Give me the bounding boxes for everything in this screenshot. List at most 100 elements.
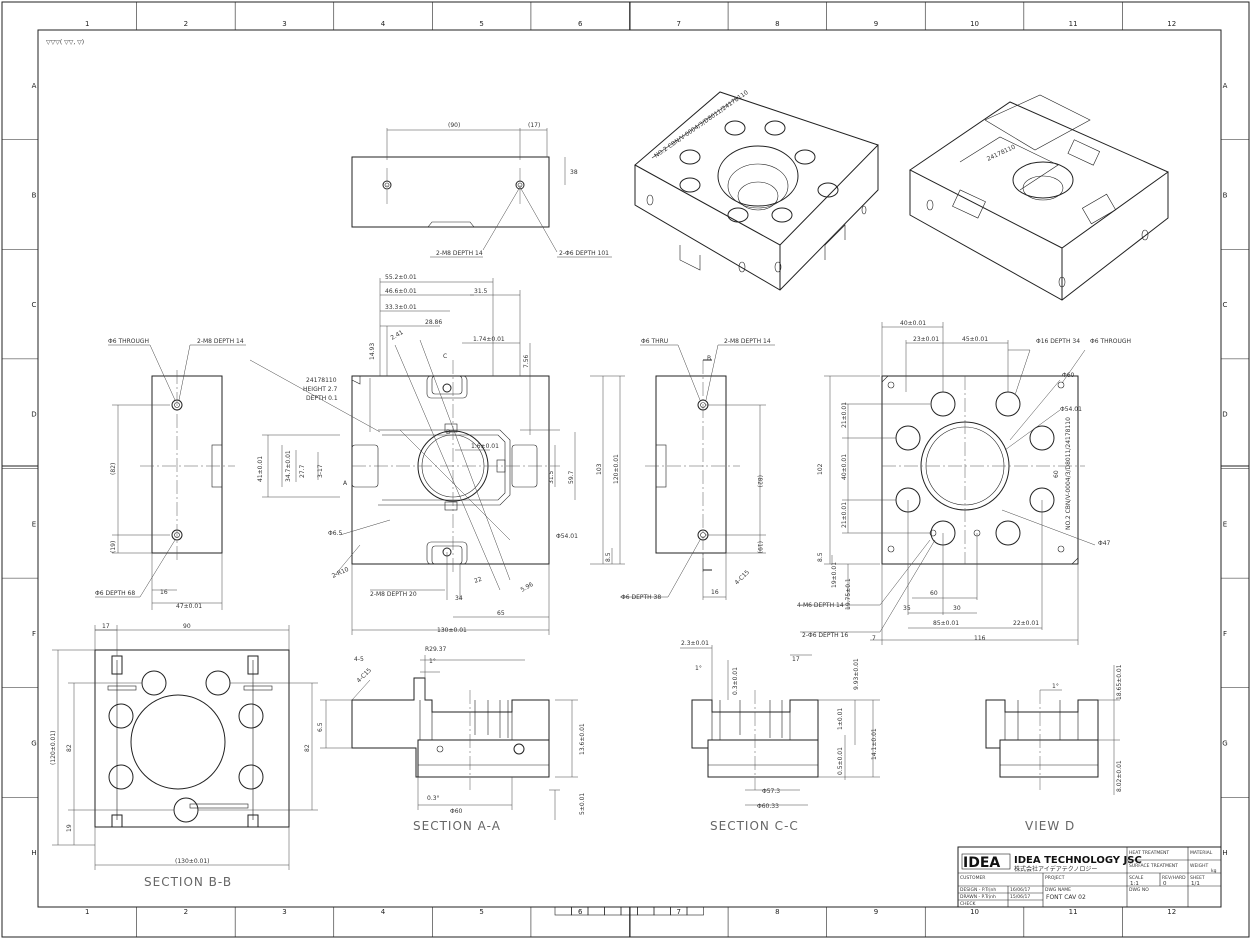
top-side-view: (90) (17) 38 2-M8 DEPTH 14 2-Φ6 DEPTH 10… bbox=[351, 122, 612, 258]
dim-130-b: (130±0.01) bbox=[175, 858, 210, 865]
dim-0-3: 0.3±0.01 bbox=[732, 667, 739, 695]
revision-cell bbox=[637, 906, 655, 916]
section-b-b-label: SECTION B-B bbox=[144, 875, 232, 889]
view-d-label: VIEW D bbox=[1025, 819, 1075, 833]
section-b-b-view: 17 90 (120±0.01) 82 82 19 (130±0.01) bbox=[50, 623, 318, 870]
grid-col-label: 9 bbox=[874, 20, 878, 28]
drawn-date: 15/06/17 bbox=[1010, 894, 1030, 900]
project-label: PROJECT bbox=[1045, 875, 1065, 881]
rev-value: 0 bbox=[1163, 881, 1167, 887]
dim-28-86: 28.86 bbox=[425, 319, 442, 326]
dim-90: (90) bbox=[448, 122, 460, 129]
dim-90-b: 90 bbox=[183, 623, 191, 630]
dim-7: 7 bbox=[872, 635, 876, 642]
grid-row-label: G bbox=[31, 740, 36, 748]
grid-col-label: 12 bbox=[1167, 908, 1176, 916]
dim-4-c15-a: 4-C15 bbox=[355, 667, 373, 685]
grid-col-label: 5 bbox=[479, 20, 483, 28]
dim-60-vert: 60 bbox=[1053, 470, 1060, 478]
note-phi6-depth: 2-Φ6 DEPTH 101 bbox=[559, 250, 609, 257]
dim-19-b: 19 bbox=[66, 824, 73, 832]
dim-4-5: 4-5 bbox=[354, 656, 364, 663]
dim-65: 65 bbox=[497, 610, 505, 617]
grid-col-label: 9 bbox=[874, 908, 878, 916]
grid-col-label: 6 bbox=[578, 908, 583, 916]
revision-cell bbox=[587, 906, 605, 916]
dim-14-1: 14.1±0.01 bbox=[871, 728, 878, 760]
dim-8-5-back: 8.5 bbox=[817, 552, 824, 562]
surface-treatment-label: SURFACE TREATMENT bbox=[1129, 863, 1178, 869]
dim-phi6-5: Φ6.5 bbox=[328, 530, 342, 537]
note-m8-depth-left: 2-M8 DEPTH 14 bbox=[197, 338, 244, 345]
grid-col-label: 8 bbox=[775, 908, 779, 916]
back-engraving: NO.2 CBN/V-0004/3/D8011/24178110 bbox=[1065, 417, 1072, 530]
grid-col-label: 7 bbox=[677, 20, 681, 28]
grid-row-label: C bbox=[32, 301, 37, 309]
design-date: 16/06/17 bbox=[1010, 887, 1030, 893]
dim-19-75: 19.75±0.1 bbox=[845, 578, 852, 610]
dim-45: 45±0.01 bbox=[962, 336, 988, 343]
dim-31-5-right: 31.5 bbox=[548, 470, 555, 484]
note-m8-depth20: 2-M8 DEPTH 20 bbox=[370, 591, 417, 598]
scale-value: 1:1 bbox=[1130, 881, 1139, 887]
grid-row-label: G bbox=[1222, 740, 1227, 748]
dwg-name-label: DWG NAME bbox=[1045, 887, 1071, 893]
dim-phi60-33: Φ60.33 bbox=[757, 803, 779, 810]
note-phi6-depth68: Φ6 DEPTH 68 bbox=[95, 590, 135, 597]
dim-116: 116 bbox=[974, 635, 986, 642]
dim-1deg-d: 1° bbox=[1052, 683, 1059, 690]
drawn-label: DRAWN - P.Trịnh bbox=[960, 894, 996, 900]
company-name-jp: 株式会社アイデアテクノロジー bbox=[1014, 865, 1097, 873]
dim-17: (17) bbox=[528, 122, 540, 129]
dim-1-74: 1.74±0.01 bbox=[473, 336, 505, 343]
grid-row-label: D bbox=[1222, 411, 1227, 419]
dim-phi54-front: Φ54.01 bbox=[556, 533, 578, 540]
dim-16-left: 16 bbox=[160, 589, 168, 596]
dwg-no-label: DWG NO bbox=[1129, 887, 1149, 893]
grid-row-label: A bbox=[1223, 82, 1228, 90]
grid-col-label: 3 bbox=[282, 20, 286, 28]
section-mark-b-top: B bbox=[707, 355, 711, 362]
title-block: IDEA IDEA TECHNOLOGY JSC 株式会社アイデアテクノロジー … bbox=[957, 846, 1222, 908]
dim-130-front: 130±0.01 bbox=[437, 627, 467, 634]
revision-cell bbox=[554, 906, 572, 916]
note-phi6-thru: Φ6 THRU bbox=[641, 338, 668, 345]
dim-19-right: (19) bbox=[756, 541, 763, 553]
dim-phi54-back: Φ54.01 bbox=[1060, 406, 1082, 413]
isometric-view-front: NO.2 CBN/V-0004/3/D8011/24178110 bbox=[634, 89, 879, 291]
note-m8-depth-right: 2-M8 DEPTH 14 bbox=[724, 338, 771, 345]
dim-7-56: 7.56 bbox=[523, 354, 530, 368]
grid-col-label: 4 bbox=[381, 908, 386, 916]
grid-col-label: 8 bbox=[775, 20, 779, 28]
dim-17-b: 17 bbox=[102, 623, 110, 630]
dim-9-93: 9.93±0.01 bbox=[853, 658, 860, 690]
dim-120-b: (120±0.01) bbox=[50, 730, 57, 765]
dim-phi47: Φ47 bbox=[1098, 540, 1111, 547]
dim-82-right: (82) bbox=[756, 475, 763, 487]
dim-102: 102 bbox=[817, 463, 824, 475]
dim-120: 120±0.01 bbox=[613, 454, 620, 484]
grid-row-label: H bbox=[1222, 849, 1227, 857]
grid-row-label: E bbox=[1223, 520, 1227, 528]
dim-8-02: 8.02±0.01 bbox=[1116, 760, 1123, 792]
note-phi6-depth38: Φ6 DEPTH 38 bbox=[621, 594, 661, 601]
check-label: CHECK bbox=[960, 901, 977, 907]
dim-2-3: 2.3±0.01 bbox=[681, 640, 709, 647]
dim-30: 30 bbox=[953, 605, 961, 612]
dim-46-6: 46.6±0.01 bbox=[385, 288, 417, 295]
dim-phi60-a: Φ60 bbox=[450, 808, 463, 815]
grid-col-label: 4 bbox=[381, 20, 386, 28]
dim-19-left: (19) bbox=[110, 541, 117, 553]
section-a-a-view: R29.37 4-5 1° 4-C15 6.5 13.6±0.01 5±0.01… bbox=[317, 646, 586, 820]
grid-col-label: 11 bbox=[1069, 20, 1078, 28]
revision-cell bbox=[604, 906, 622, 916]
grid-row-label: D bbox=[31, 411, 36, 419]
dim-17-c: 17 bbox=[792, 656, 800, 663]
dim-18-65: 18.65±0.01 bbox=[1116, 664, 1123, 700]
grid-col-label: 3 bbox=[282, 908, 286, 916]
section-a-a-label: SECTION A-A bbox=[413, 819, 501, 833]
